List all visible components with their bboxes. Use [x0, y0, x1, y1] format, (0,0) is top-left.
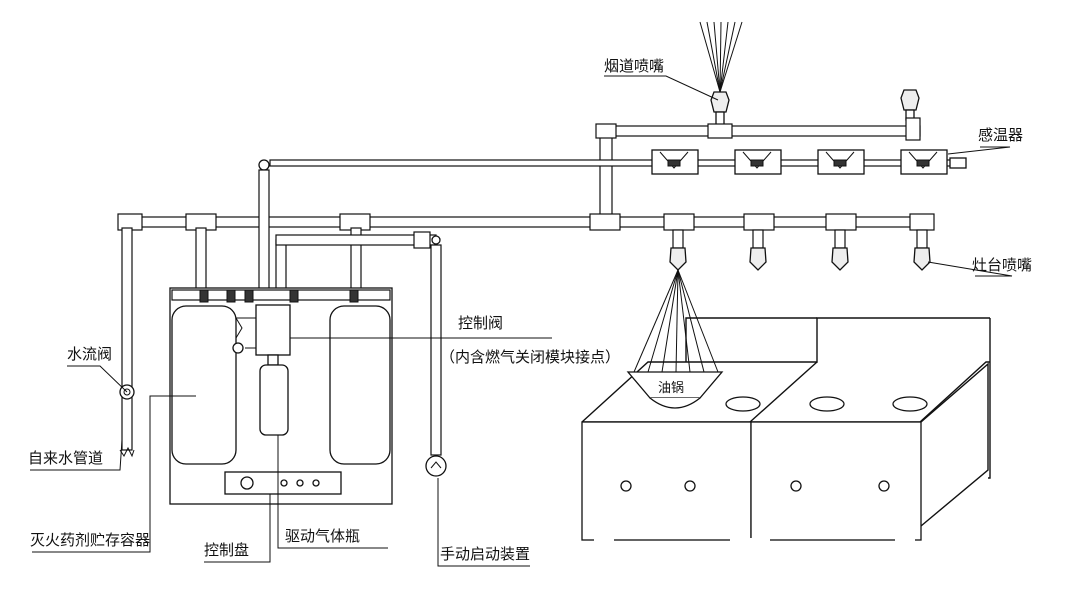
label-drive-gas-bottle: 驱动气体瓶	[285, 527, 360, 545]
leader-lines	[30, 75, 1013, 567]
kitchen-stove	[581, 317, 991, 546]
flue-spray-lines	[699, 21, 743, 93]
label-agent-container: 灭火药剂贮存容器	[30, 531, 150, 549]
temp-detector	[651, 149, 967, 175]
flue-branch-pipe	[595, 117, 921, 225]
main-supply-pipe	[117, 213, 935, 231]
cabinet-feed-pipes	[195, 169, 442, 456]
tap-water-pipe	[119, 227, 135, 458]
label-control-valve-note: （内含燃气关闭模块接点）	[440, 348, 620, 366]
manual-start-device	[425, 455, 447, 477]
label-control-valve: 控制阀	[458, 314, 503, 332]
label-oil-pan: 油锅	[658, 380, 684, 396]
oil-pan-spray	[633, 269, 719, 373]
drive-gas-bottle	[259, 354, 289, 436]
label-water-valve: 水流阀	[67, 345, 112, 363]
flue-nozzle	[710, 91, 730, 127]
label-manual-start-device: 手动启动装置	[440, 545, 530, 563]
control-valve-unit	[232, 304, 291, 356]
flue-end-nozzle	[900, 89, 920, 121]
label-flue-nozzle: 烟道喷嘴	[604, 57, 664, 75]
stove-nozzles	[669, 229, 931, 271]
label-temp-sensor: 感温器	[978, 126, 1023, 144]
label-tap-water-pipe: 自来水管道	[28, 449, 103, 467]
label-stove-nozzle: 灶台喷嘴	[972, 256, 1032, 274]
oil-pan	[626, 371, 724, 409]
label-control-panel: 控制盘	[204, 541, 249, 559]
control-panel	[224, 471, 342, 495]
